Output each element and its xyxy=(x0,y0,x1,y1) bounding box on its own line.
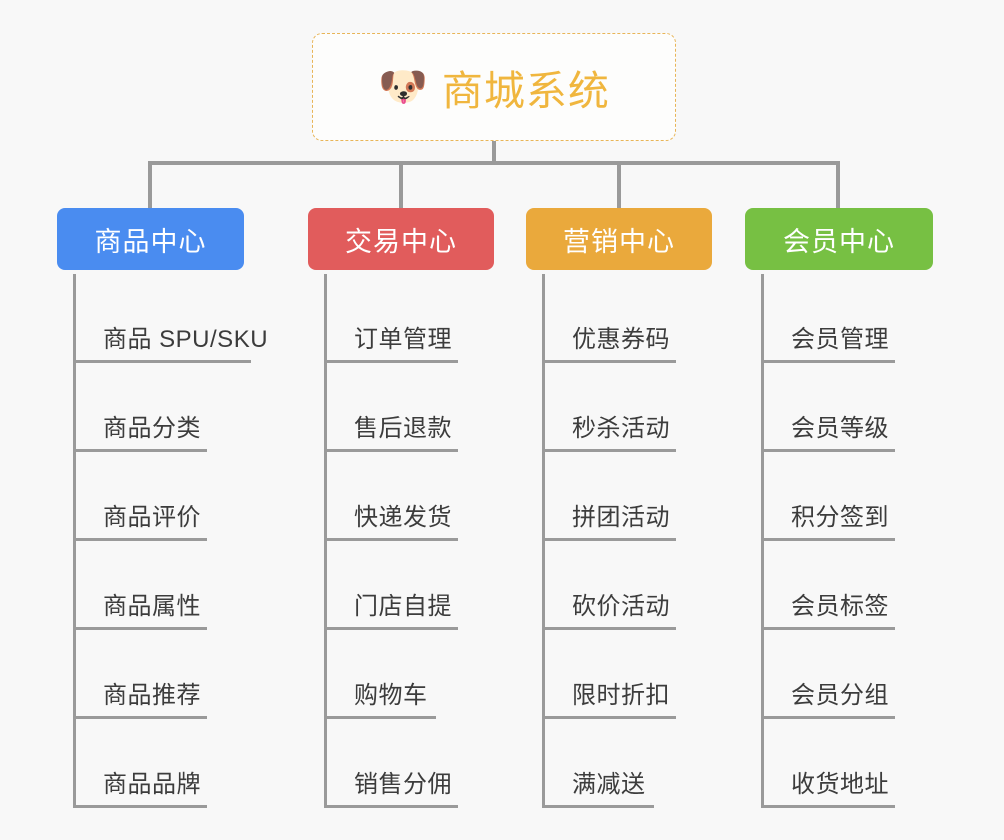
leaf-item[interactable]: 限时折扣 xyxy=(542,630,676,719)
leaf-item-label: 会员标签 xyxy=(791,593,889,620)
leaf-item-label: 门店自提 xyxy=(354,593,452,620)
category-header-trade-center[interactable]: 交易中心 xyxy=(308,208,494,270)
leaf-item[interactable]: 优惠券码 xyxy=(542,274,676,363)
leaf-item[interactable]: 商品属性 xyxy=(73,541,207,630)
leaf-item[interactable]: 收货地址 xyxy=(761,719,895,808)
leaf-item[interactable]: 会员管理 xyxy=(761,274,895,363)
leaf-item[interactable]: 商品分类 xyxy=(73,363,207,452)
category-header-marketing-center[interactable]: 营销中心 xyxy=(526,208,712,270)
leaf-item-label: 订单管理 xyxy=(354,326,452,353)
leaf-item-label: 限时折扣 xyxy=(572,682,670,709)
branch-trunk-trade-center xyxy=(324,274,327,808)
leaf-item-label: 会员等级 xyxy=(791,415,889,442)
branch-trunk-product-center xyxy=(73,274,76,808)
leaf-item[interactable]: 订单管理 xyxy=(324,274,458,363)
leaf-item[interactable]: 会员标签 xyxy=(761,541,895,630)
leaf-item-label: 销售分佣 xyxy=(354,771,452,798)
leaf-item[interactable]: 销售分佣 xyxy=(324,719,458,808)
leaf-item[interactable]: 会员等级 xyxy=(761,363,895,452)
leaf-item[interactable]: 快递发货 xyxy=(324,452,458,541)
drop-connector-4 xyxy=(836,161,840,210)
leaf-item[interactable]: 满减送 xyxy=(542,719,654,808)
root-title: 商城系统 xyxy=(441,68,610,114)
leaf-item[interactable]: 积分签到 xyxy=(761,452,895,541)
drop-connector-1 xyxy=(148,161,152,210)
leaf-item[interactable]: 购物车 xyxy=(324,630,436,719)
leaf-item-label: 积分签到 xyxy=(791,504,889,531)
leaf-item[interactable]: 商品推荐 xyxy=(73,630,207,719)
branch-trunk-marketing-center xyxy=(542,274,545,808)
leaf-item-label: 商品分类 xyxy=(103,415,201,442)
leaf-item-label: 快递发货 xyxy=(354,504,452,531)
leaf-item[interactable]: 商品 SPU/SKU xyxy=(73,274,268,363)
leaf-item[interactable]: 砍价活动 xyxy=(542,541,676,630)
leaf-item-label: 商品属性 xyxy=(103,593,201,620)
bus-connector xyxy=(148,161,840,165)
dog-face-icon: 🐶 xyxy=(378,65,428,109)
leaf-item-label: 会员分组 xyxy=(791,682,889,709)
leaf-item-label: 秒杀活动 xyxy=(572,415,670,442)
leaf-item-label: 会员管理 xyxy=(791,326,889,353)
leaf-item-label: 收货地址 xyxy=(791,771,889,798)
leaf-item[interactable]: 商品评价 xyxy=(73,452,207,541)
leaf-item-label: 商品推荐 xyxy=(103,682,201,709)
leaf-item-label: 商品 SPU/SKU xyxy=(103,326,269,353)
leaf-item-label: 满减送 xyxy=(572,771,646,798)
leaf-item[interactable]: 会员分组 xyxy=(761,630,895,719)
leaf-item-label: 商品评价 xyxy=(103,504,201,531)
root-stem-connector xyxy=(492,141,496,163)
leaf-item-label: 拼团活动 xyxy=(572,504,670,531)
leaf-item[interactable]: 门店自提 xyxy=(324,541,458,630)
leaf-item-label: 砍价活动 xyxy=(572,593,670,620)
leaf-item-label: 售后退款 xyxy=(354,415,452,442)
leaf-item-label: 购物车 xyxy=(354,682,428,709)
leaf-item[interactable]: 拼团活动 xyxy=(542,452,676,541)
leaf-item[interactable]: 售后退款 xyxy=(324,363,458,452)
leaf-item[interactable]: 秒杀活动 xyxy=(542,363,676,452)
leaf-item-label: 商品品牌 xyxy=(103,771,201,798)
root-node[interactable]: 🐶 商城系统 xyxy=(312,33,676,141)
leaf-item[interactable]: 商品品牌 xyxy=(73,719,207,808)
leaf-item-label: 优惠券码 xyxy=(572,326,670,353)
drop-connector-2 xyxy=(399,161,403,210)
category-header-member-center[interactable]: 会员中心 xyxy=(745,208,933,270)
drop-connector-3 xyxy=(617,161,621,210)
branch-trunk-member-center xyxy=(761,274,764,808)
category-header-product-center[interactable]: 商品中心 xyxy=(57,208,244,270)
